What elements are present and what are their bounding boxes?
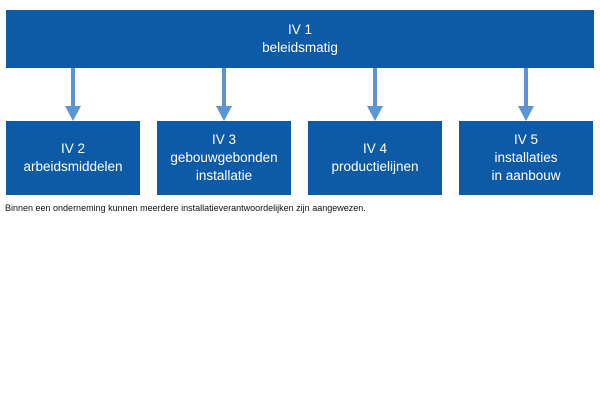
iv4-line: productielijnen xyxy=(331,159,419,174)
iv4-title: IV 4 xyxy=(362,141,387,156)
iv3-box: IV 3 gebouwgebonden installatie xyxy=(157,121,291,195)
iv5-box: IV 5 installaties in aanbouw xyxy=(459,121,593,195)
iv4-box: IV 4 productielijnen xyxy=(308,121,442,195)
iv2-box: IV 2 arbeidsmiddelen xyxy=(6,121,140,195)
iv5-title: IV 5 xyxy=(513,132,538,147)
iv2-title: IV 2 xyxy=(60,141,85,156)
iv3-line: gebouwgebonden xyxy=(170,150,278,165)
iv5-line: in aanbouw xyxy=(491,168,561,183)
arrow-down-icon xyxy=(367,68,383,121)
iv3-line: installatie xyxy=(195,168,253,183)
iv1-subtitle: beleidsmatig xyxy=(262,40,338,55)
caption: Binnen een onderneming kunnen meerdere i… xyxy=(5,203,366,213)
arrow-down-icon xyxy=(65,68,81,121)
iv5-line: installaties xyxy=(494,150,558,165)
iv2-line: arbeidsmiddelen xyxy=(23,159,123,174)
iv1-title: IV 1 xyxy=(287,22,312,37)
arrow-down-icon xyxy=(216,68,232,121)
arrow-down-icon xyxy=(518,68,534,121)
iv3-title: IV 3 xyxy=(211,132,236,147)
iv1-box: IV 1 beleidsmatig xyxy=(6,10,594,68)
